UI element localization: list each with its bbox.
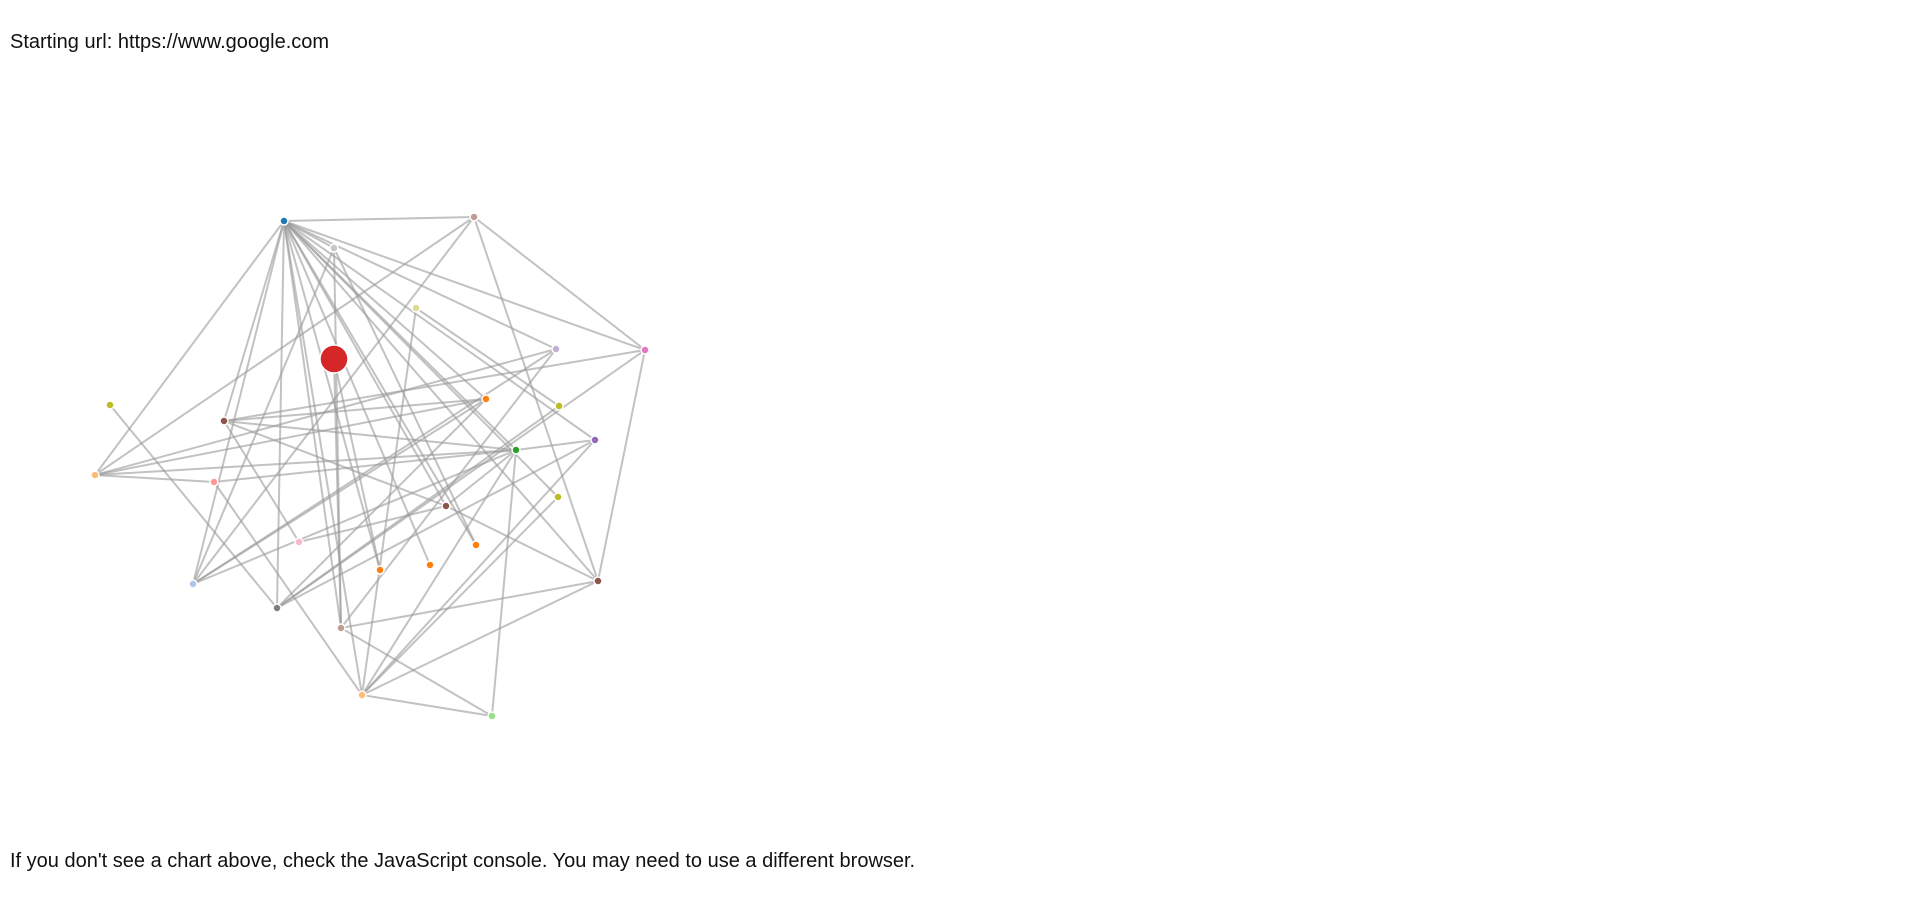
- graph-edge: [192, 398, 487, 585]
- graph-edge: [333, 247, 342, 629]
- graph-edge: [445, 505, 599, 582]
- graph-node[interactable]: [188, 579, 198, 589]
- graph-node[interactable]: [279, 216, 289, 226]
- graph-edge: [415, 307, 560, 407]
- graph-edge: [283, 220, 596, 441]
- graph-edge: [223, 220, 285, 422]
- graph-node[interactable]: [593, 576, 603, 586]
- graph-edge: [361, 580, 599, 696]
- graph-edge: [361, 496, 559, 696]
- graph-edge: [276, 405, 560, 609]
- graph-edge: [473, 216, 599, 582]
- graph-edge: [361, 439, 596, 696]
- graph-edge: [361, 307, 417, 696]
- graph-edge: [283, 220, 599, 582]
- graph-node[interactable]: [219, 416, 229, 426]
- graph-node[interactable]: [554, 401, 564, 411]
- graph-node-major[interactable]: [319, 344, 349, 374]
- graph-node[interactable]: [209, 477, 219, 487]
- graph-edge: [276, 220, 285, 609]
- graph-edge: [192, 449, 517, 585]
- graph-node[interactable]: [375, 565, 385, 575]
- graph-edge: [223, 398, 487, 422]
- graph-edge: [94, 216, 475, 476]
- graph-node[interactable]: [336, 623, 346, 633]
- graph-edge: [213, 481, 363, 696]
- graph-node[interactable]: [553, 492, 563, 502]
- graph-edge: [223, 420, 517, 451]
- graph-node[interactable]: [90, 470, 100, 480]
- graph-edge: [491, 449, 517, 717]
- graph-edge: [283, 220, 447, 507]
- graph-edge: [283, 220, 431, 566]
- graph-node[interactable]: [487, 711, 497, 721]
- graph-edge: [340, 580, 599, 629]
- graph-edge: [473, 216, 646, 351]
- graph-edge: [276, 439, 596, 609]
- graph-edge: [515, 439, 596, 451]
- graph-edge: [283, 220, 335, 249]
- graph-edge: [333, 358, 381, 571]
- graph-edge: [283, 220, 487, 400]
- graph-edge: [223, 420, 300, 543]
- browser-warning-text: If you don't see a chart above, check th…: [10, 850, 916, 872]
- graph-edges: [94, 216, 646, 717]
- graph-node[interactable]: [357, 690, 367, 700]
- graph-node[interactable]: [441, 501, 451, 511]
- graph-edge: [283, 220, 646, 351]
- graph-edge: [445, 449, 517, 507]
- graph-node[interactable]: [481, 394, 491, 404]
- starting-url-text: Starting url: https://www.google.com: [10, 31, 330, 53]
- graph-edge: [333, 247, 477, 546]
- graph-nodes: [90, 212, 650, 721]
- graph-node[interactable]: [329, 243, 339, 253]
- graph-edge: [283, 216, 475, 222]
- graph-edge: [298, 505, 447, 543]
- graph-edge: [283, 220, 342, 629]
- graph-node[interactable]: [272, 603, 282, 613]
- graph-edge: [223, 349, 646, 422]
- graph-node[interactable]: [105, 400, 115, 410]
- graph-edge: [340, 627, 493, 717]
- graph-edge: [94, 449, 517, 476]
- graph-edge: [94, 474, 215, 483]
- graph-node[interactable]: [425, 560, 435, 570]
- graph-edge: [223, 420, 447, 507]
- graph-edge: [192, 220, 285, 585]
- graph-edge: [276, 398, 487, 609]
- graph-edge: [94, 398, 487, 476]
- graph-edge: [361, 694, 493, 717]
- graph-node[interactable]: [640, 345, 650, 355]
- graph-node[interactable]: [590, 435, 600, 445]
- graph-edge: [213, 449, 517, 483]
- graph-node[interactable]: [551, 344, 561, 354]
- graph-node[interactable]: [294, 537, 304, 547]
- graph-node[interactable]: [511, 445, 521, 455]
- graph-edge: [109, 404, 278, 609]
- graph-edge: [283, 220, 381, 571]
- graph-edge: [192, 247, 335, 585]
- graph-edge: [283, 220, 557, 350]
- graph-node[interactable]: [411, 303, 421, 313]
- graph-edge: [94, 220, 285, 476]
- graph-node[interactable]: [471, 540, 481, 550]
- graph-node[interactable]: [469, 212, 479, 222]
- graph-edge: [192, 216, 475, 585]
- graph-edge: [597, 349, 646, 582]
